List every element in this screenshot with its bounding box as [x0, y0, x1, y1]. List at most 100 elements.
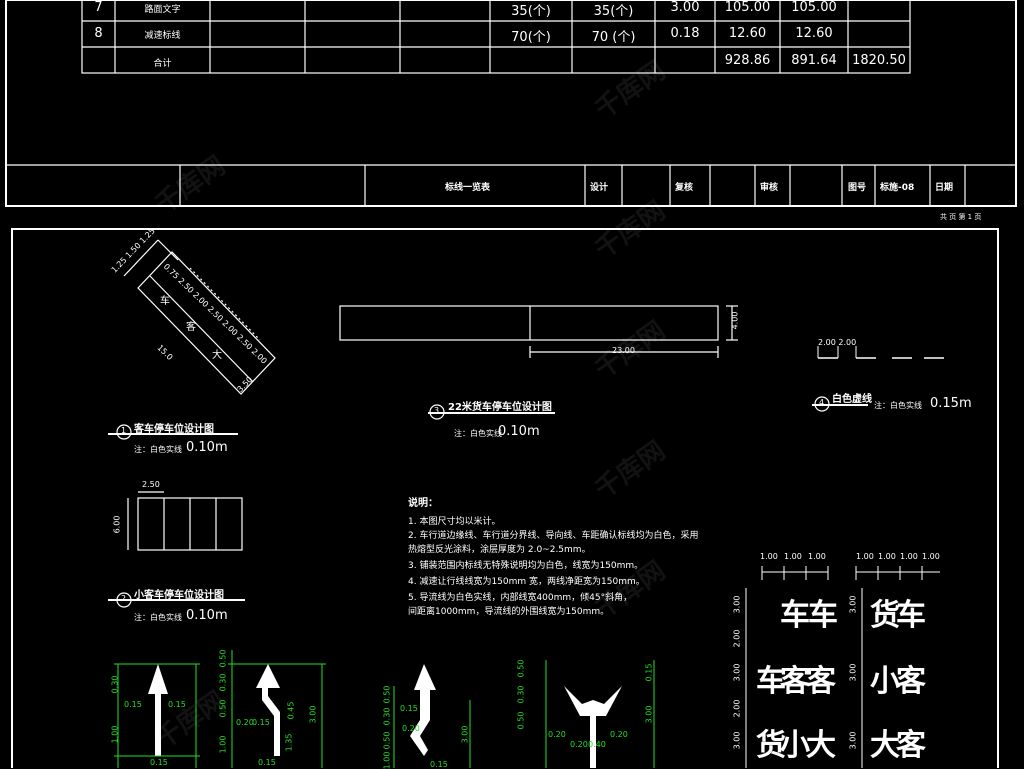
road-text-dim: 1.00	[760, 552, 778, 561]
arrow2-dim: 1.35	[284, 733, 294, 752]
road-text-side-dim: 3.00	[732, 595, 742, 614]
road-text-dim-lines	[745, 566, 940, 768]
road-text-dim: 1.00	[900, 552, 918, 561]
road-text-side-dim: 3.00	[732, 663, 742, 682]
table-cell: 减速标线	[144, 31, 181, 41]
arrow3-dim: 3.00	[460, 725, 470, 744]
table-cell: 合计	[153, 59, 172, 69]
fig2-num-circle	[116, 592, 132, 608]
table-cell: 12.60	[795, 26, 833, 41]
fig3-num: 3	[434, 406, 440, 415]
fig2-num: 2	[121, 594, 127, 603]
table-cell: 891.64	[791, 53, 837, 68]
road-char: 车	[756, 664, 786, 699]
road-char: 客	[896, 664, 926, 699]
fig4-note-label: 注：白色实线	[874, 401, 922, 410]
table-cell: 7	[94, 0, 103, 15]
arrow3-dim: 1.00	[382, 751, 392, 769]
fig1-title: 客车停车位设计图	[134, 424, 214, 435]
fig1-text: 客	[186, 322, 196, 333]
review-label: 复核	[675, 183, 694, 193]
straight-arrow-marking	[114, 663, 200, 768]
table-cell: 路面文字	[144, 5, 181, 15]
road-char: 客	[896, 728, 926, 763]
table-cell: 35(个)	[511, 4, 551, 19]
drawing-no-label: 图号	[848, 183, 867, 193]
title-block-grid	[6, 164, 1016, 206]
road-char: 小	[780, 728, 810, 763]
arrow1-dim: 0.15	[150, 758, 168, 767]
arrow2-dim: 3.00	[308, 705, 318, 724]
arrow1-dim: 0.15	[168, 700, 186, 709]
straight-right-arrow-marking	[228, 650, 326, 768]
fig1-note-label: 注：白色实线	[134, 445, 182, 454]
notes-line: 间距离1000mm，导流线的外围线宽为150mm。	[408, 607, 610, 617]
arrow3-dim: 0.15	[430, 760, 448, 769]
arrow4-dim: 0.30	[516, 685, 526, 704]
fig2-dim-h: 6.00	[112, 515, 122, 534]
road-char: 货	[870, 598, 900, 633]
arrow1-dim: 0.15	[124, 700, 142, 709]
arrow3-dim: 0.50	[382, 731, 392, 750]
arrow4-dim: 0.20	[548, 730, 566, 739]
arrow2-dim: 0.50	[218, 649, 228, 668]
dashed-line-sample	[817, 346, 944, 359]
fig2-note-label: 注：白色实线	[134, 613, 182, 622]
table-cell: 105.00	[791, 0, 837, 15]
table-cell: 928.86	[724, 53, 771, 68]
table-cell: 0.18	[670, 26, 700, 41]
road-char: 大	[806, 728, 836, 763]
road-text-dim: 1.00	[784, 552, 802, 561]
arrow2-dim: 0.20	[236, 718, 254, 727]
road-text-side-dim: 3.00	[848, 731, 858, 750]
table-cell: 105.00	[724, 0, 771, 15]
page-mark: 共 页 第 1 页	[940, 213, 982, 221]
arrow3-dim: 0.50	[382, 685, 392, 704]
road-text-side-dim: 2.00	[732, 629, 742, 648]
table-cell: 70(个)	[511, 30, 551, 45]
table-cell: 1820.50	[852, 53, 906, 68]
split-arrow-marking	[545, 660, 655, 768]
car-bays-outline	[127, 491, 243, 551]
date-label: 日期	[935, 183, 954, 193]
quantity-table-grid	[81, 0, 911, 74]
fig1-num-circle	[116, 424, 132, 440]
fig4-note-value: 0.15m	[930, 396, 972, 411]
fig3-dim-h: 4.00	[730, 311, 740, 330]
fig2-note-value: 0.10m	[186, 608, 228, 623]
road-text-side-dim: 2.00	[732, 699, 742, 718]
road-char: 客	[806, 664, 836, 699]
fig3-note-label: 注：白色实线	[454, 429, 502, 438]
fig1-text: 车	[160, 296, 170, 307]
arrow2-dim: 0.15	[258, 758, 276, 767]
fig4-title: 白色虚线	[832, 394, 872, 405]
design-label: 设计	[590, 183, 609, 193]
fig3-note-value: 0.10m	[498, 424, 540, 439]
arrow2-dim: 0.15	[252, 718, 270, 727]
notes-line: 热熔型反光涂料，涂层厚度为 2.0~2.5mm。	[408, 545, 591, 555]
arrow2-dim: 0.45	[286, 701, 296, 720]
notes-line: 1. 本图尺寸均以米计。	[408, 517, 501, 527]
road-char: 车	[896, 598, 926, 633]
notes-heading: 说明：	[408, 498, 438, 509]
road-text-side-dim: 3.00	[848, 663, 858, 682]
table-cell: 3.00	[670, 0, 700, 15]
fig3-num-circle	[429, 404, 445, 420]
road-text-side-dim: 3.00	[848, 595, 858, 614]
arrow1-dim: 0.30	[110, 675, 120, 694]
road-char: 车	[808, 598, 838, 633]
road-text-dim: 1.00	[878, 552, 896, 561]
arrow2-dim: 0.30	[218, 673, 228, 692]
left-turn-arrow-marking	[393, 664, 471, 768]
arrow3-dim: 0.15	[400, 704, 418, 713]
table-cell: 12.60	[728, 26, 767, 41]
fig3-dim-len: 23.00	[612, 346, 635, 355]
road-char: 货	[756, 728, 786, 763]
road-char: 大	[870, 728, 900, 763]
road-text-side-dim: 3.00	[732, 731, 742, 750]
road-text-dim: 1.00	[922, 552, 940, 561]
arrow2-dim: 1.00	[218, 735, 228, 754]
arrow4-dim: 0.50	[516, 711, 526, 730]
notes-line: 4. 减速让行线线宽为150mm 宽，两线净距宽为150mm。	[408, 577, 645, 587]
fig1-text: 大	[212, 350, 222, 361]
